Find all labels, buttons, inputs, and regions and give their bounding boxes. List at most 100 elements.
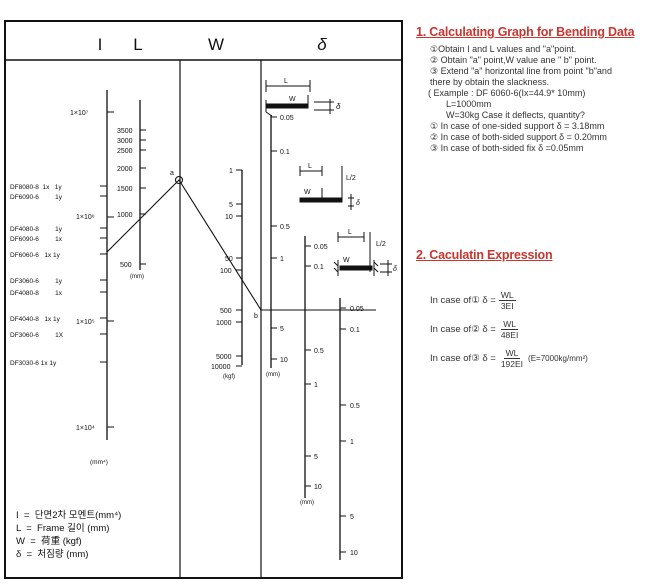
- profile-label: DF4080-8 1y: [10, 226, 63, 233]
- delta3-label: 0.5: [350, 403, 360, 410]
- example-line: W=30kg Case it deflects, quantity?: [446, 110, 585, 120]
- delta1-label: 0.05: [280, 115, 294, 122]
- col-header-L: L: [133, 35, 142, 54]
- formula-denominator: 3EI: [500, 301, 514, 311]
- beam2-L-label: L: [308, 163, 312, 170]
- formula-fraction: WL 192EI: [499, 348, 525, 369]
- instruction-line: ③ Extend "a" horizontal line from point …: [430, 66, 612, 76]
- I-axis-ticks: [107, 111, 114, 428]
- formula-prefix: In case of① δ =: [430, 295, 496, 306]
- I-label-1e6: 1×10⁶: [76, 214, 95, 221]
- W-label: 10000: [211, 364, 231, 371]
- formula-denominator: 48EI: [500, 330, 519, 340]
- delta2-label: 1: [314, 382, 318, 389]
- W-label: 5: [229, 202, 233, 209]
- instruction-line: ② Obtain "a" point,W value ane " b" poin…: [430, 55, 597, 65]
- example-line: ( Example : DF 6060-6(Ix=44.9* 10mm): [428, 88, 586, 98]
- section2-title: 2. Caculatin Expression: [416, 248, 553, 262]
- col-header-I: I: [98, 35, 103, 54]
- W-unit: (kgf): [223, 374, 235, 380]
- beam3-W-label: W: [343, 257, 350, 264]
- L-label: 2500: [117, 148, 133, 155]
- beam3-L2-label: L/2: [376, 241, 386, 248]
- point-a-label: a: [170, 170, 174, 177]
- profile-label: DF6060-6 1x 1y: [10, 252, 61, 259]
- result-line: ③ In case of both-sided fix δ =0.05mm: [430, 143, 584, 153]
- instruction-line: ①Obtain I and L values and "a"point.: [430, 44, 577, 54]
- profile-label: DF3060-6 1y: [10, 278, 63, 285]
- legend-delta: δ = 처짐량 (mm): [16, 548, 88, 560]
- formula-numerator: WL: [498, 290, 516, 301]
- formula-row-2: In case of② δ = WL 48EI: [430, 319, 523, 340]
- delta1-unit: (mm): [266, 372, 280, 378]
- section1-title: 1. Calculating Graph for Bending Data: [416, 25, 635, 39]
- profile-label: DF3030-6 1x 1y: [10, 360, 57, 367]
- beam-diagram-fixed: [333, 232, 392, 276]
- delta2-label: 5: [314, 454, 318, 461]
- L-label: 3000: [117, 138, 133, 145]
- I-label-1e7: 1×10⁷: [70, 110, 89, 117]
- delta1-label: 5: [280, 326, 284, 333]
- W-label: 10: [225, 214, 233, 221]
- delta1-label: 10: [280, 357, 288, 364]
- result-line: ② In case of both-sided support δ = 0.20…: [430, 132, 607, 142]
- L-label: 2000: [117, 166, 133, 173]
- point-a-marker: [174, 175, 184, 185]
- delta1-label: 1: [280, 256, 284, 263]
- point-b-label: b: [254, 313, 258, 320]
- beam-diagram-cantilever: [265, 80, 334, 117]
- L-label: 500: [120, 262, 132, 269]
- delta-axis-3-ticks: [340, 307, 346, 553]
- W-label: 500: [220, 308, 232, 315]
- formula-prefix: In case of③ δ =: [430, 353, 496, 364]
- delta2-label: 0.5: [314, 348, 324, 355]
- delta-axis-1-ticks: [271, 116, 277, 360]
- delta2-label: 0.1: [314, 264, 324, 271]
- beam3-delta-label: δ: [393, 266, 397, 273]
- formula-denominator: 192EI: [500, 359, 524, 369]
- col-header-W: W: [208, 35, 224, 54]
- delta3-label: 0.1: [350, 327, 360, 334]
- nomogram-frame: [4, 20, 403, 579]
- I-label-1e5: 1×10⁵: [76, 319, 95, 326]
- reading-line: [106, 179, 262, 311]
- delta-axis-2-ticks: [305, 245, 311, 487]
- delta3-label: 1: [350, 439, 354, 446]
- W-axis-ticks: [236, 169, 242, 367]
- L-label: 3500: [117, 128, 133, 135]
- delta3-label: 10: [350, 550, 358, 557]
- delta3-label: 0.05: [350, 306, 364, 313]
- beam2-W-label: W: [304, 189, 311, 196]
- beam3-L-label: L: [348, 229, 352, 236]
- W-label: 1: [229, 168, 233, 175]
- delta1-label: 0.1: [280, 149, 290, 156]
- I-label-1e4: 1×10⁴: [76, 425, 95, 432]
- delta2-label: 0.05: [314, 244, 328, 251]
- profile-label: DF3060-6 1X: [10, 332, 64, 339]
- example-line: L=1000mm: [446, 99, 492, 109]
- explanation-panel: 1. Calculating Graph for Bending Data ①O…: [416, 0, 667, 585]
- delta1-label: 0.5: [280, 224, 290, 231]
- formula-fraction: WL 3EI: [498, 290, 516, 311]
- profile-label: DF4040-8 1x 1y: [10, 316, 61, 323]
- bending-nomogram: I L W δ 1×10⁷ 1×10⁶ 1×10⁵ 1×10⁴ (mm⁴) DF…: [4, 20, 403, 579]
- beam1-L-label: L: [284, 78, 288, 85]
- W-label: 100: [220, 268, 232, 275]
- profile-label: DF4080-8 1x: [10, 290, 63, 297]
- legend-L: L = Frame 길이 (mm): [16, 522, 109, 534]
- delta2-label: 10: [314, 484, 322, 491]
- I-unit: (mm⁴): [90, 459, 108, 466]
- formula-fraction: WL 48EI: [499, 319, 521, 340]
- formula-prefix: In case of② δ =: [430, 324, 496, 335]
- delta2-unit: (mm): [300, 500, 314, 506]
- beam1-W-label: W: [289, 96, 296, 103]
- L-label: 1500: [117, 186, 133, 193]
- instruction-line: there by obtain the slackness.: [430, 77, 550, 87]
- profile-label: DF8080-8 1x 1y: [10, 184, 62, 191]
- legend-I: I = 단면2차 모멘트(mm⁴): [16, 509, 121, 521]
- L-label: 1000: [117, 212, 133, 219]
- result-line: ① In case of one-sided support δ = 3.18m…: [430, 121, 605, 131]
- beam2-delta-label: δ: [356, 200, 360, 207]
- beam2-L2-label: L/2: [346, 175, 356, 182]
- legend-W: W = 荷重 (kgf): [16, 535, 82, 547]
